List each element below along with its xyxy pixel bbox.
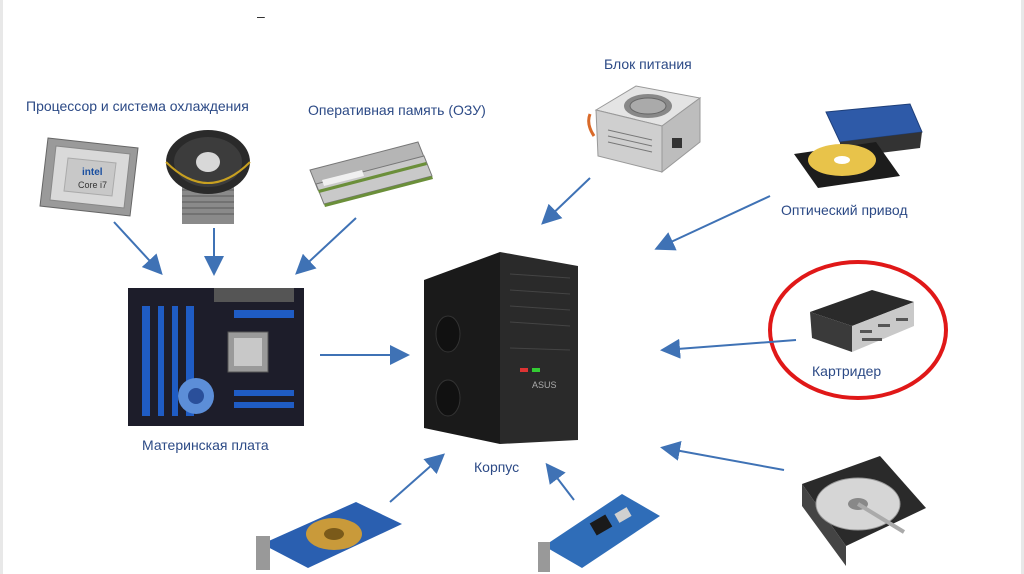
arrow-optical-to-case: [658, 196, 770, 248]
arrow-psu-to-case: [544, 178, 590, 222]
arrow-expansion-to-case: [548, 466, 574, 500]
arrow-cardreader-to-case: [664, 340, 796, 350]
arrow-hdd-to-case: [664, 448, 784, 470]
arrow-videocard-to-case: [390, 456, 442, 502]
arrow-cpu-to-motherboard: [114, 222, 160, 272]
arrow-ram-to-motherboard: [298, 218, 356, 272]
